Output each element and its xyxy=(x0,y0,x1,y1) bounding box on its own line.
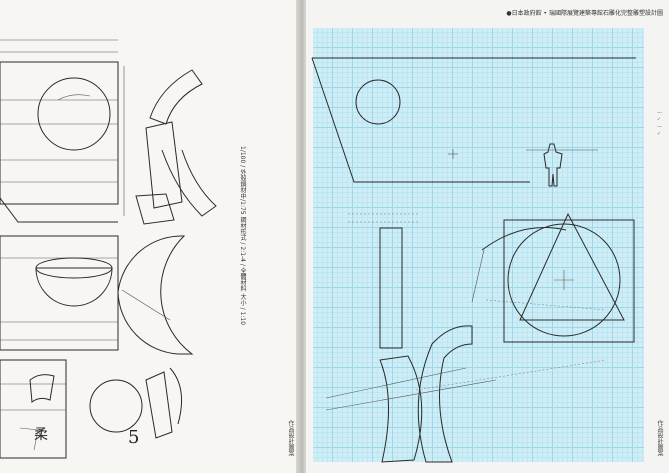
left-page: 1/100 / 外殼鋼材中/1:75 鋼材形式 / 2:1-4 / 全體材料 大… xyxy=(0,0,300,473)
left-footer: 作品設計圖案 xyxy=(287,420,294,456)
right-page: ●日本政府館 • 瑞國際展覽建築專館石雕化完整雕塑設計圖 xyxy=(306,0,669,473)
graph-paper xyxy=(313,28,644,462)
small-mark: 柔 xyxy=(34,427,48,443)
right-footer: 作品設計圖案 xyxy=(656,420,663,456)
left-sketch xyxy=(0,39,217,459)
right-side-note: 一 ✓ 一 ✓ xyxy=(656,110,662,137)
margin-notes: 1/100 / 外殼鋼材中/1:75 鋼材形式 / 2:1-4 / 全體材料 大… xyxy=(239,146,246,326)
right-sketch xyxy=(311,57,636,463)
page-header: ●日本政府館 • 瑞國際展覽建築專館石雕化完整雕塑設計圖 xyxy=(506,10,663,17)
big-numeral: 5 xyxy=(128,427,140,448)
